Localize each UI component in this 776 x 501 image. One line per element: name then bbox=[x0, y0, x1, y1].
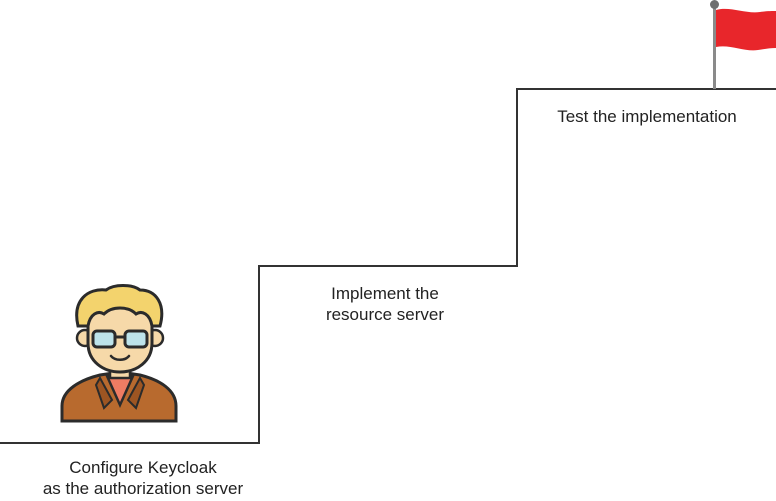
step-2-line-1: Implement the bbox=[331, 284, 439, 303]
step-1-label: Configure Keycloak as the authorization … bbox=[0, 457, 286, 499]
staircase-line bbox=[0, 88, 776, 444]
step-2-label: Implement the resource server bbox=[300, 283, 470, 325]
red-flag-icon bbox=[710, 0, 776, 89]
step-3-label: Test the implementation bbox=[530, 106, 764, 127]
developer-avatar-icon bbox=[60, 284, 178, 423]
step-2-line-2: resource server bbox=[325, 305, 445, 324]
step-1-line-1: Configure Keycloak bbox=[69, 458, 217, 477]
step-1-line-2: as the authorization server bbox=[42, 479, 244, 498]
step-3-line-1: Test the implementation bbox=[557, 107, 737, 126]
